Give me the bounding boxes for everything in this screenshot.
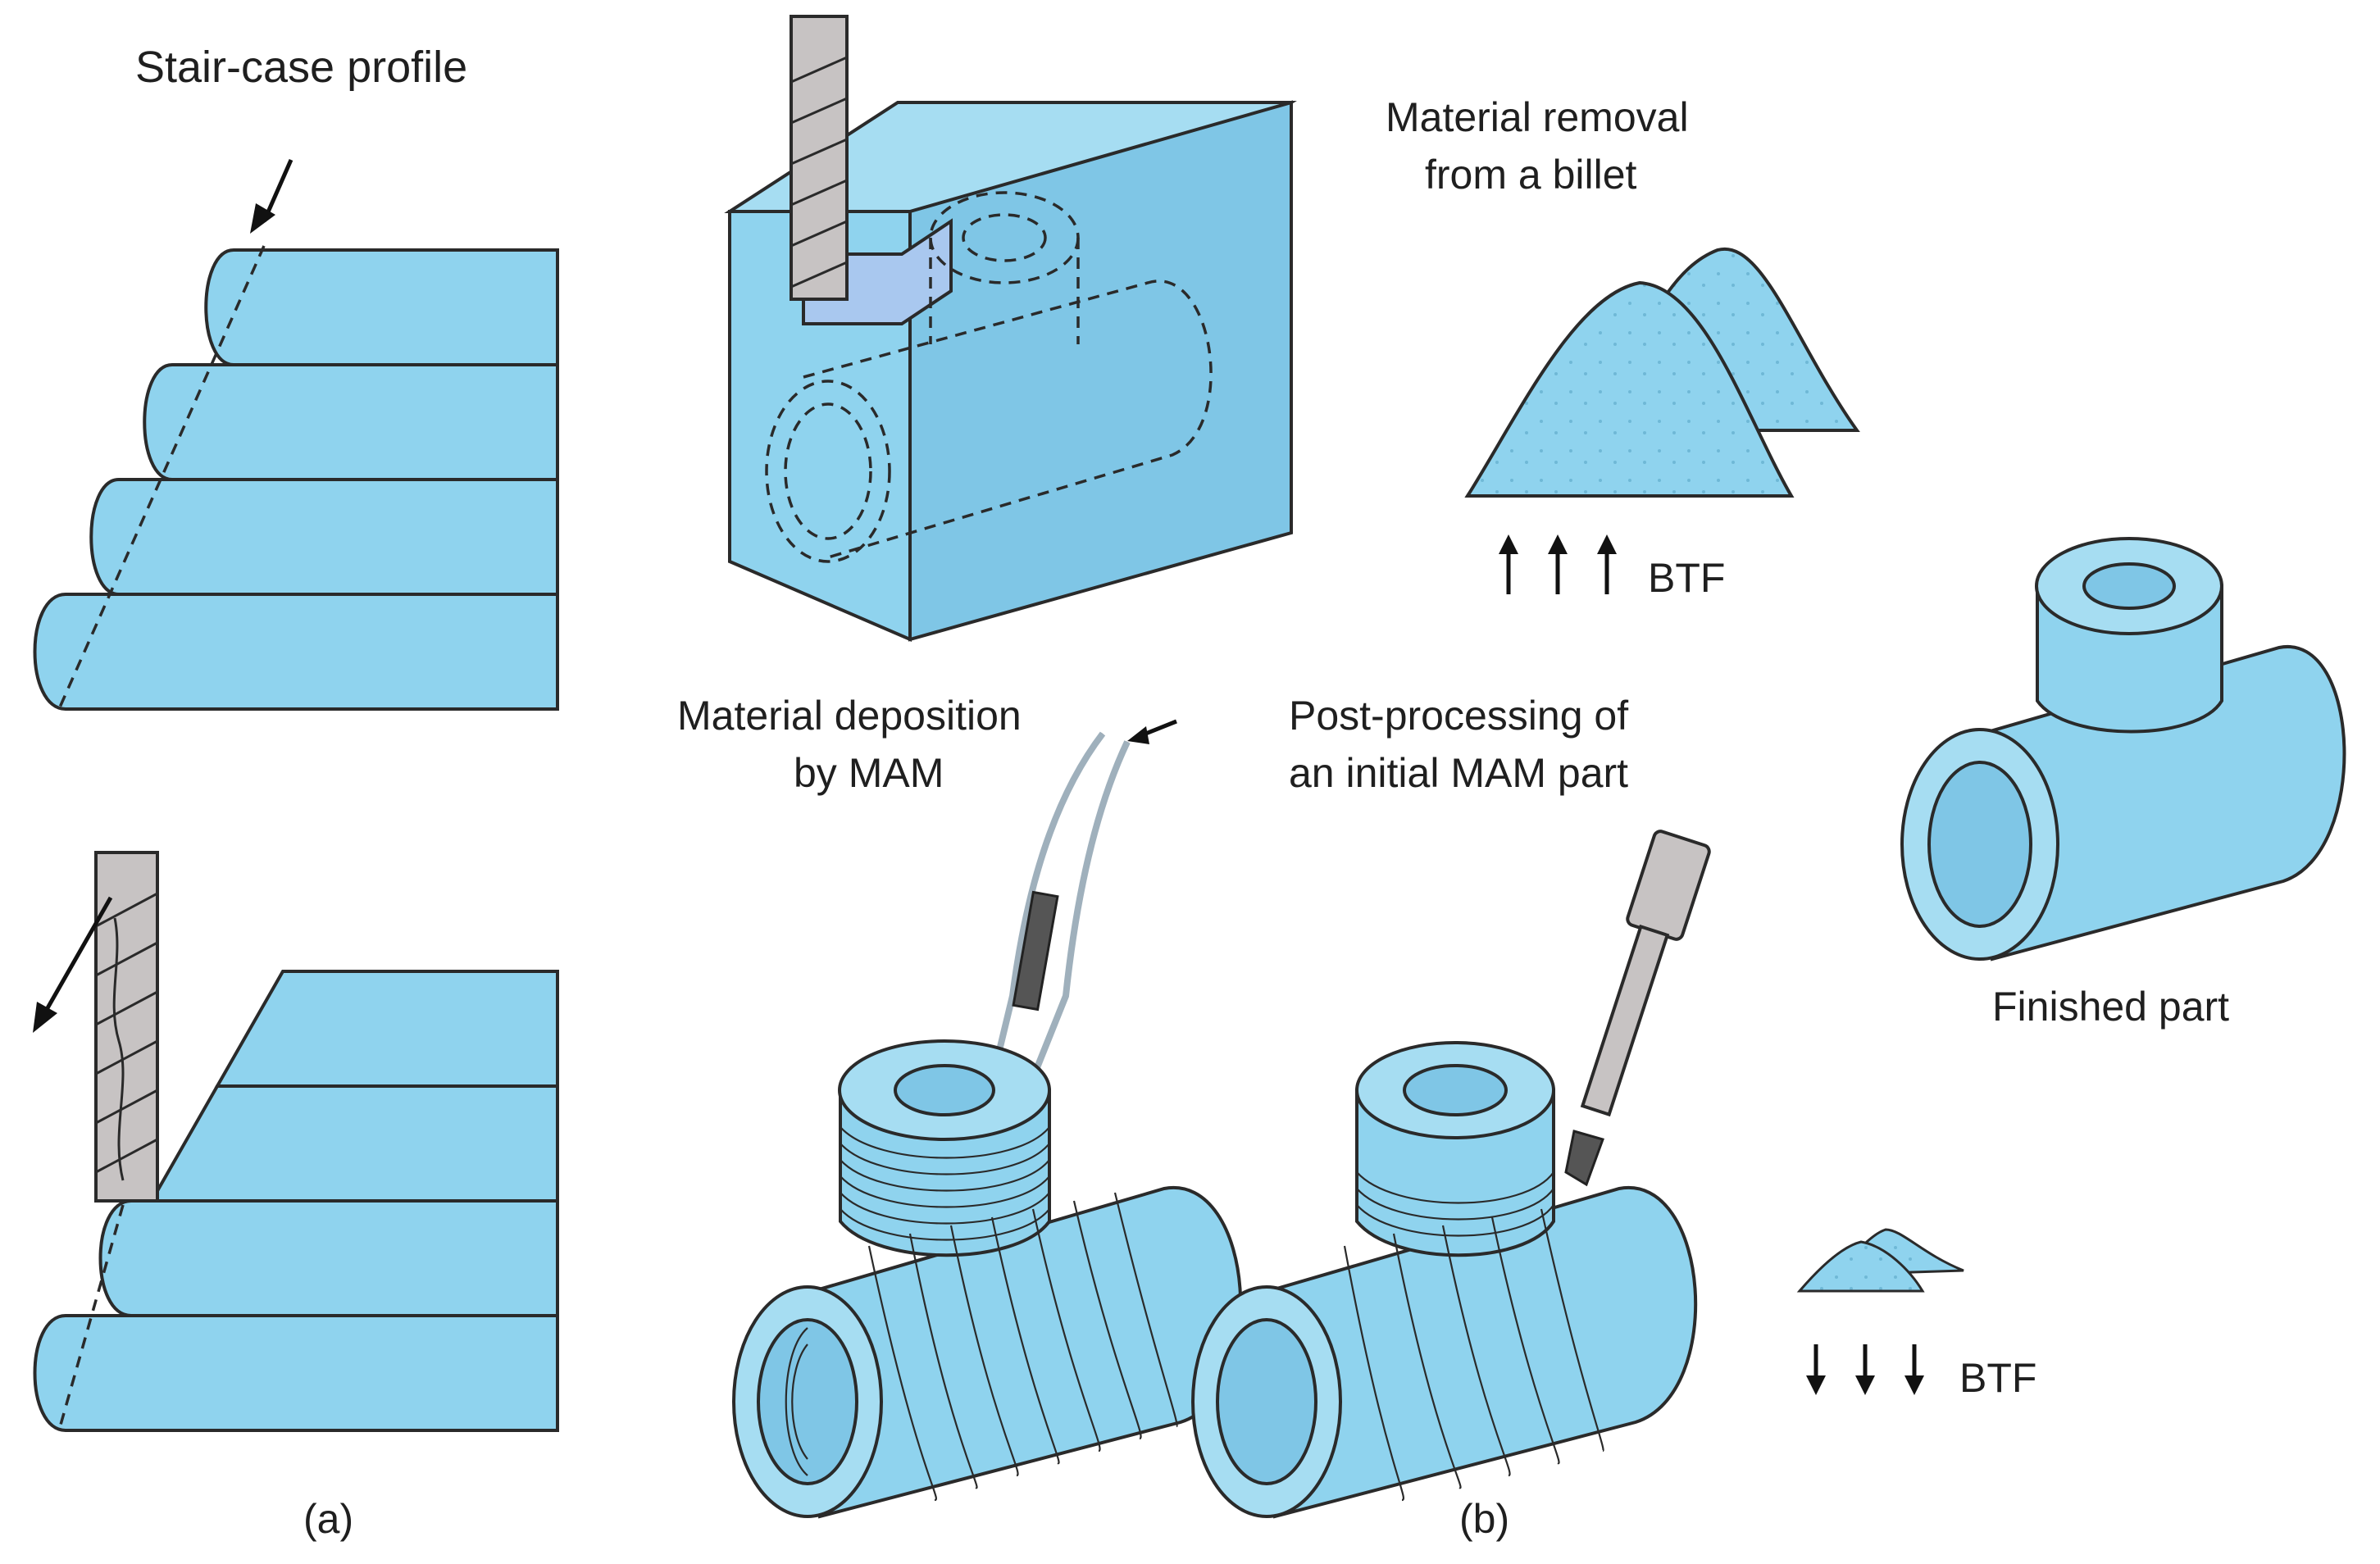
- btf-down-arrows-icon: [1806, 1344, 1924, 1395]
- btf-up-arrows-icon: [1499, 534, 1617, 594]
- panel-a-label: (a): [303, 1496, 353, 1542]
- deposition-nozzle-icon: [981, 719, 1177, 1121]
- mam-part-in-progress: [732, 1039, 1243, 1519]
- removed-chips-small: [1796, 1228, 1964, 1293]
- removal-label-line1: Material removal: [1386, 94, 1689, 140]
- machined-layers-bottom: [33, 970, 559, 1432]
- staircase-arrow-icon: [250, 158, 294, 234]
- btf-down-label: BTF: [1959, 1355, 2036, 1401]
- billet-end-mill-icon: [790, 15, 849, 301]
- billet-block: [724, 100, 1297, 643]
- finished-part: [1900, 537, 2346, 962]
- deposition-label-line2: by MAM: [794, 750, 944, 796]
- post-label-line1: Post-processing of: [1289, 693, 1628, 739]
- finished-part-label: Finished part: [1992, 984, 2229, 1030]
- feed-direction-arrow-icon: [33, 896, 113, 1033]
- post-processing-part: [1191, 1041, 1698, 1519]
- staircase-label: Stair-case profile: [135, 43, 467, 92]
- deposition-label-line1: Material deposition: [677, 693, 1022, 739]
- post-label-line2: an initial MAM part: [1289, 750, 1628, 796]
- panel-b-label: (b): [1459, 1496, 1509, 1542]
- removal-label-line2: from a billet: [1425, 152, 1637, 198]
- staircase-layers-top: [33, 245, 559, 711]
- post-processing-tool-icon: [1564, 830, 1711, 1187]
- end-mill-tool-icon: [94, 851, 159, 1203]
- removed-chips-large: [1464, 247, 1860, 498]
- btf-up-label: BTF: [1648, 555, 1725, 601]
